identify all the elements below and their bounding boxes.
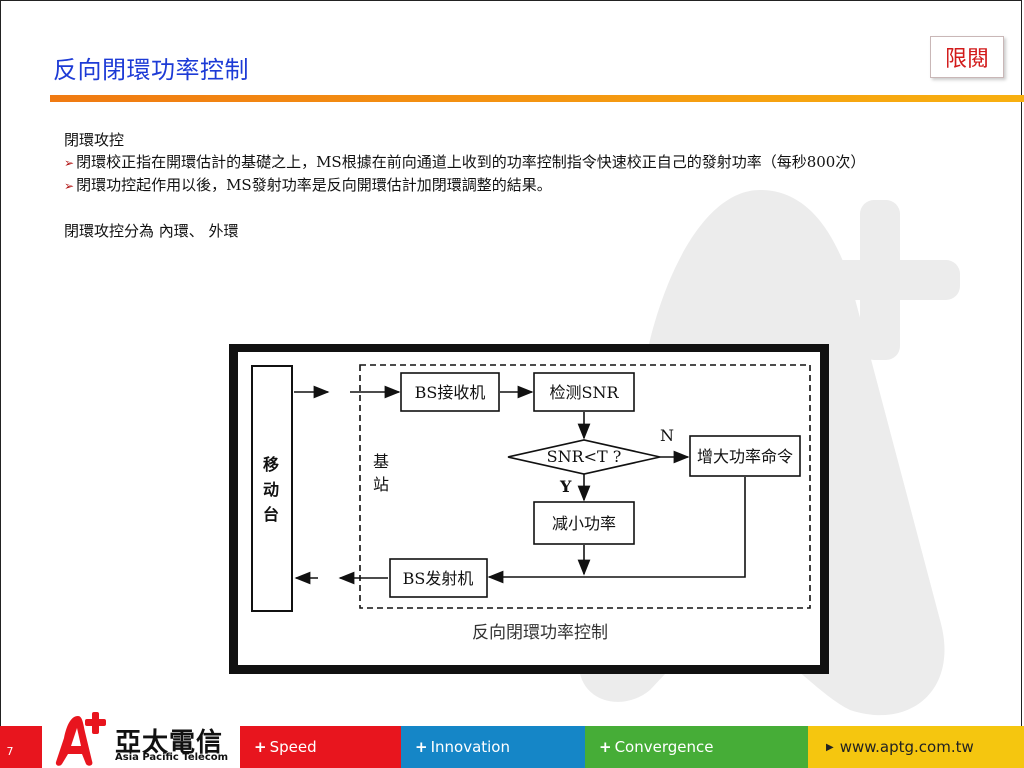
footer-speed: +Speed — [240, 726, 401, 768]
figure-canvas: 移动台 基站 BS接收机 检测SNR SNR<T ? 增大功率命令 减小功率 B… — [238, 352, 820, 665]
plus-icon: + — [254, 738, 267, 756]
arrow-bullet-icon: ➢ — [64, 156, 75, 170]
logo-english-name: Asia Pacific Telecom — [115, 752, 229, 763]
detect-snr-box — [533, 372, 635, 412]
plus-icon: + — [415, 738, 428, 756]
arrow-bullet-icon: ➢ — [64, 179, 75, 193]
base-station-label: 基站 — [373, 452, 389, 494]
increase-power-label: 增大功率命令 — [697, 447, 793, 466]
page-title: 反向閉環功率控制 — [53, 56, 249, 84]
restricted-badge: 限閱 — [930, 36, 1004, 78]
body-summary: 閉環攻控分為 內環、 外環 — [64, 222, 239, 240]
bullet-text: 閉環功控起作用以後，MS發射功率是反向開環估計加閉環調整的結果。 — [76, 176, 552, 194]
bs-receiver-label: BS接收机 — [415, 383, 486, 402]
footer-website-link[interactable]: ▶www.aptg.com.tw — [808, 726, 1024, 768]
bs-transmitter-label: BS发射机 — [403, 569, 474, 588]
page-number-bar — [0, 726, 42, 768]
arrow-increase-to-transmitter — [487, 477, 746, 584]
bullet-item: ➢閉環功控起作用以後，MS發射功率是反向開環估計加閉環調整的結果。 — [64, 174, 552, 197]
branch-no-label: N — [660, 426, 674, 445]
base-station-region — [359, 364, 811, 609]
body-heading: 閉環攻控 — [64, 131, 125, 149]
logo-chinese-name: 亞太電信 — [115, 728, 224, 758]
bs-transmitter-box — [389, 558, 488, 598]
decrease-power-box — [533, 501, 635, 545]
footer-convergence: +Convergence — [585, 726, 808, 768]
aptg-logo-icon — [55, 712, 106, 766]
page-number: 7 — [6, 745, 14, 758]
decrease-power-label: 减小功率 — [552, 514, 616, 533]
plus-icon: + — [599, 738, 612, 756]
bullet-item: ➢閉環校正指在開環估計的基礎之上，MS根據在前向通道上收到的功率控制指令快速校正… — [64, 151, 865, 174]
branch-yes-label: Y — [559, 477, 572, 496]
footer-innovation: +Innovation — [401, 726, 585, 768]
snr-decision-label: SNR<T ? — [547, 447, 622, 466]
power-control-diagram: 移动台 基站 BS接收机 检测SNR SNR<T ? 增大功率命令 减小功率 B… — [251, 364, 811, 643]
bullet-text: 閉環校正指在開環估計的基礎之上，MS根據在前向通道上收到的功率控制指令快速校正自… — [76, 153, 866, 171]
detect-snr-label: 检测SNR — [549, 383, 619, 402]
figure-caption: 反向閉環功率控制 — [472, 623, 608, 643]
bs-receiver-box — [400, 372, 500, 412]
mobile-station-label: 移动台 — [263, 455, 279, 524]
increase-power-box — [689, 435, 801, 477]
triangle-right-icon: ▶ — [826, 741, 834, 753]
mobile-station-box — [251, 365, 293, 612]
title-underline-bar — [50, 95, 1024, 102]
